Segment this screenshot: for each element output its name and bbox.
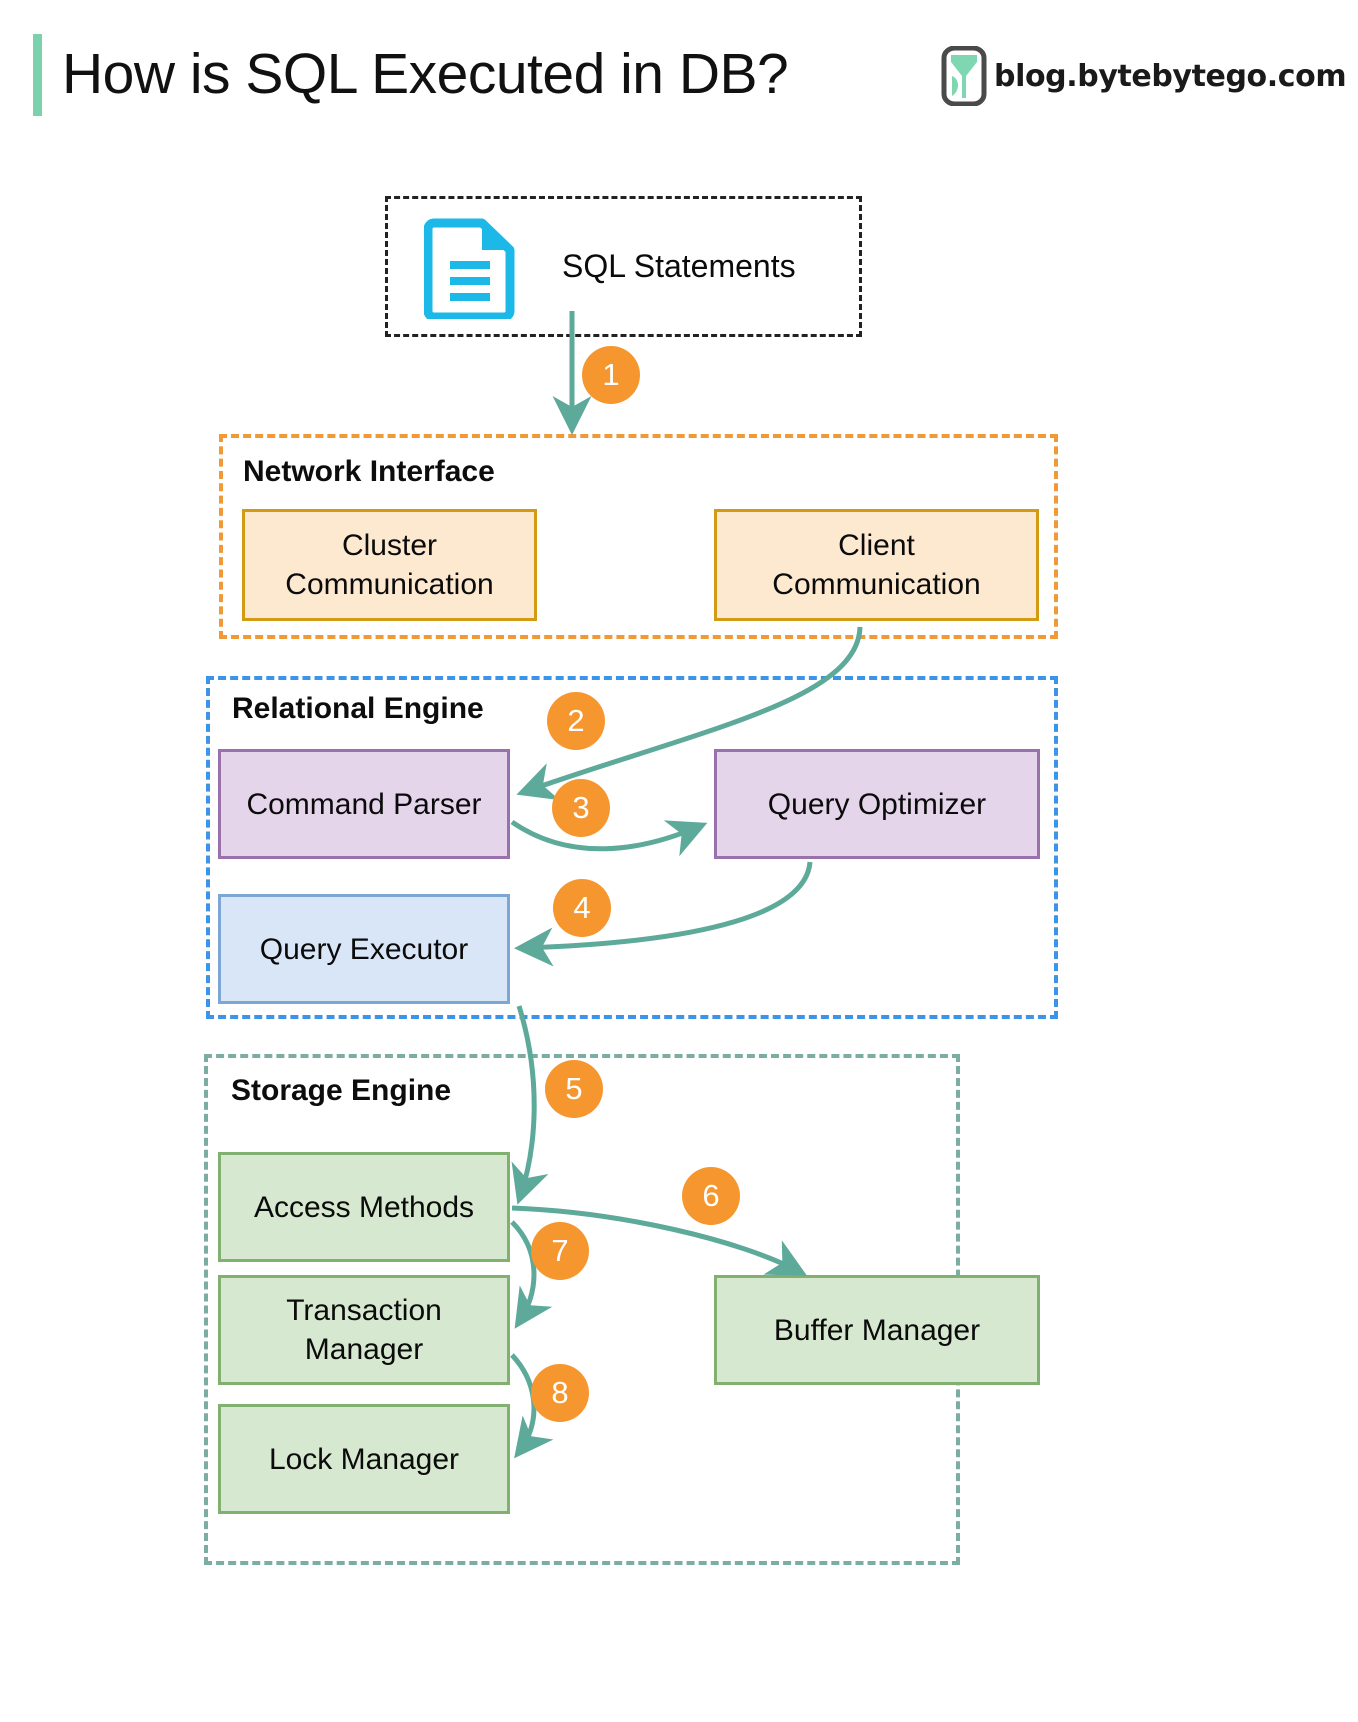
step-badge-8: 8: [531, 1364, 589, 1422]
brand-text: blog.bytebytego.com: [994, 58, 1347, 94]
title-accent-bar: [33, 34, 42, 116]
node-command-parser[interactable]: Command Parser: [218, 749, 510, 859]
brand: blog.bytebytego.com: [940, 42, 1347, 110]
node-transaction-manager[interactable]: Transaction Manager: [218, 1275, 510, 1385]
node-client-communication[interactable]: Client Communication: [714, 509, 1039, 621]
node-query-optimizer[interactable]: Query Optimizer: [714, 749, 1040, 859]
step-badge-1: 1: [582, 346, 640, 404]
bytebytego-logo-icon: [941, 46, 987, 106]
group-label-relational-engine: Relational Engine: [232, 692, 484, 725]
page-title: How is SQL Executed in DB?: [62, 42, 789, 106]
group-label-storage-engine: Storage Engine: [231, 1074, 452, 1107]
transaction-manager-line2: Manager: [304, 1333, 424, 1366]
step-badge-6: 6: [682, 1167, 740, 1225]
sql-statements-box: SQL Statements: [385, 196, 862, 337]
step-badge-7: 7: [531, 1222, 589, 1280]
step-badge-2: 2: [547, 692, 605, 750]
transaction-manager-line1: Transaction: [286, 1294, 442, 1327]
page-header: How is SQL Executed in DB? blog.bytebyte…: [0, 28, 1358, 120]
node-buffer-manager[interactable]: Buffer Manager: [714, 1275, 1040, 1385]
step-badge-3: 3: [552, 779, 610, 837]
step-badge-4: 4: [553, 879, 611, 937]
client-communication-line2: Communication: [772, 568, 981, 601]
node-access-methods[interactable]: Access Methods: [218, 1152, 510, 1262]
cluster-communication-line2: Communication: [285, 568, 494, 601]
step-badge-5: 5: [545, 1060, 603, 1118]
cluster-communication-line1: Cluster: [341, 529, 437, 562]
sql-statements-label: SQL Statements: [562, 248, 796, 284]
group-label-network-interface: Network Interface: [243, 455, 495, 488]
node-lock-manager[interactable]: Lock Manager: [218, 1404, 510, 1514]
node-query-executor[interactable]: Query Executor: [218, 894, 510, 1004]
client-communication-line1: Client: [838, 529, 915, 562]
node-cluster-communication[interactable]: Cluster Communication: [242, 509, 537, 621]
document-icon: [424, 218, 515, 319]
